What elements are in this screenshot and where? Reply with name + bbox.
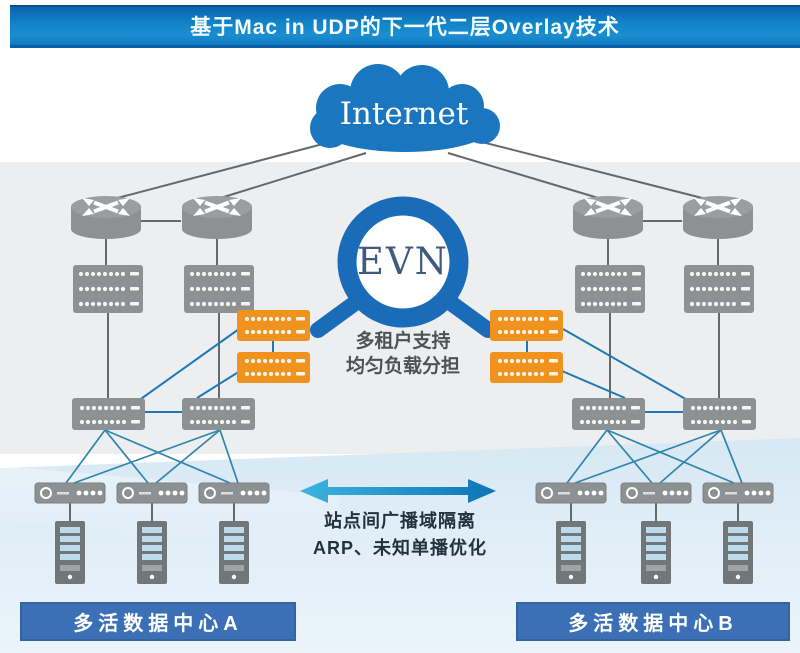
site-link-arrow xyxy=(300,479,496,503)
rack-server-icon xyxy=(702,482,774,504)
access-switch-icon xyxy=(182,398,255,430)
core-switch-icon xyxy=(575,265,645,313)
datacenter-b-label: 多活数据中心B xyxy=(568,613,738,635)
connection-line xyxy=(606,429,653,484)
connection-line xyxy=(104,429,231,484)
connection-line xyxy=(104,429,149,484)
site-link-line1: 站点间广播域隔离 xyxy=(324,511,476,531)
connection-line xyxy=(137,328,240,402)
router-icon xyxy=(571,194,645,241)
overlay-gateway-icon xyxy=(490,352,563,383)
rack-server-icon xyxy=(34,482,106,504)
core-switch-icon xyxy=(184,265,254,313)
router-icon xyxy=(69,194,143,241)
access-switch-icon xyxy=(683,398,756,430)
evn-arm-right xyxy=(443,295,496,338)
rack-server-icon xyxy=(116,482,188,504)
site-link-line2: ARP、未知单播优化 xyxy=(312,538,487,558)
internet-label: Internet xyxy=(339,96,469,132)
datacenter-a-banner: 多活数据中心A xyxy=(20,602,296,641)
access-switch-icon xyxy=(72,398,145,430)
connection-line xyxy=(447,152,606,201)
connection-line xyxy=(659,429,722,484)
connection-line xyxy=(73,429,221,484)
evn-caption: 多租户支持 均匀负载分担 xyxy=(318,329,488,379)
access-mesh-links xyxy=(65,429,743,484)
core-switch-icon xyxy=(73,265,143,313)
connection-line xyxy=(196,370,241,399)
page-title: 基于Mac in UDP的下一代二层Overlay技术 xyxy=(190,16,620,39)
tower-server-icon xyxy=(641,521,671,584)
evn-caption-line1: 多租户支持 xyxy=(355,331,451,352)
connection-line xyxy=(105,139,339,202)
connection-line xyxy=(561,370,626,399)
connection-line xyxy=(473,139,715,202)
internet-cloud xyxy=(310,64,500,152)
tower-server-icon xyxy=(137,521,167,584)
connection-line xyxy=(562,328,690,402)
router-icon xyxy=(681,194,755,241)
title-banner: 基于Mac in UDP的下一代二层Overlay技术 xyxy=(10,5,800,48)
site-link-caption: 站点间广播域隔离 ARP、未知单播优化 xyxy=(288,508,512,562)
connection-line xyxy=(566,429,608,484)
connection-line xyxy=(155,429,221,484)
connection-line xyxy=(720,429,743,484)
connection-line xyxy=(213,152,367,201)
tower-server-icon xyxy=(556,521,586,584)
router-icon xyxy=(180,194,254,241)
evn-caption-line2: 均匀负载分担 xyxy=(345,356,460,377)
datacenter-b-banner: 多活数据中心B xyxy=(516,602,790,641)
connection-line xyxy=(606,429,735,484)
datacenter-a-label: 多活数据中心A xyxy=(73,613,243,635)
rack-server-icon xyxy=(620,482,692,504)
connection-line xyxy=(65,429,106,484)
tower-server-icon xyxy=(55,521,85,584)
blue-links xyxy=(137,328,690,413)
gray-links xyxy=(69,139,739,522)
core-switch-icon xyxy=(684,265,754,313)
tower-server-icon xyxy=(219,521,249,584)
evn-ring xyxy=(337,196,469,328)
evn-label: EVN xyxy=(356,240,450,283)
overlay-gateway-icon xyxy=(490,310,563,341)
tower-server-icon xyxy=(723,521,753,584)
overlay-gateway-icon xyxy=(237,310,310,341)
evn-ring-group xyxy=(310,196,496,338)
connection-line xyxy=(219,429,239,484)
evn-arm-left xyxy=(310,295,363,338)
overlay-gateway-icon xyxy=(237,352,310,383)
rack-server-icon xyxy=(535,482,607,504)
access-switch-icon xyxy=(572,398,645,430)
rack-server-icon xyxy=(198,482,270,504)
connection-line xyxy=(574,429,722,484)
